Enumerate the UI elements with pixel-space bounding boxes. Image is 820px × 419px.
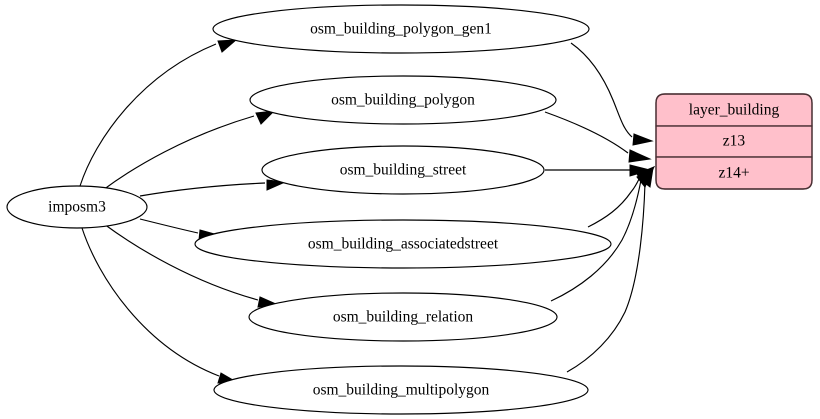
node-label: osm_building_relation (333, 309, 474, 326)
arrow-head-icon (217, 39, 238, 53)
edge-path (81, 227, 220, 377)
edge-path (566, 182, 646, 373)
node-ellipse-shape (249, 75, 557, 125)
node-osm_building_relation[interactable]: osm_building_relation (248, 292, 558, 342)
layer-table-z14-label: z14+ (718, 165, 749, 182)
node-osm_building_associatedstreet[interactable]: osm_building_associatedstreet (194, 219, 612, 269)
edge-imposm3-to-osm_building_polygon[interactable] (102, 110, 276, 191)
node-label: osm_building_street (340, 162, 467, 179)
edge-path (139, 218, 199, 234)
node-imposm3[interactable]: imposm3 (6, 185, 148, 229)
layer-table-outline (655, 93, 813, 190)
node-osm_building_street[interactable]: osm_building_street (261, 145, 545, 195)
edge-path (570, 42, 633, 138)
node-label: osm_building_polygon (331, 92, 475, 109)
node-osm_building_polygon_gen1[interactable]: osm_building_polygon_gen1 (212, 4, 590, 54)
edge-imposm3-to-osm_building_street[interactable] (139, 179, 287, 197)
edge-osm_building_polygon-to-layer_building-z14[interactable] (544, 111, 652, 163)
arrow-head-icon (628, 149, 652, 163)
edge-osm_building_multipolygon-to-layer_building-z14[interactable] (566, 166, 654, 373)
layer-table-z13-label: z13 (723, 133, 746, 150)
node-ellipse-shape (6, 185, 148, 229)
layer-table-title-label: layer_building (689, 102, 780, 119)
edge-osm_building_polygon_gen1-to-layer_building-z13[interactable] (570, 42, 654, 146)
node-layer_building[interactable]: layer_building z13 z14+ (655, 93, 813, 190)
edge-path (79, 43, 217, 187)
edge-osm_building_street-to-layer_building-z14[interactable] (545, 164, 652, 177)
node-label: osm_building_associatedstreet (308, 236, 499, 253)
node-ellipse-shape (261, 145, 545, 195)
arrow-head-icon (255, 110, 276, 125)
edge-path (102, 115, 255, 191)
node-osm_building_polygon[interactable]: osm_building_polygon (249, 75, 557, 125)
edge-path (139, 182, 266, 197)
edge-group-tables-to-layer (544, 42, 656, 373)
node-ellipse-shape (194, 219, 612, 269)
arrow-head-icon (632, 133, 654, 146)
edge-path (544, 111, 629, 154)
node-ellipse-shape (213, 365, 589, 415)
edge-path (103, 223, 259, 301)
node-ellipse-shape (212, 4, 590, 54)
edge-imposm3-to-osm_building_polygon_gen1[interactable] (79, 39, 238, 187)
node-label: osm_building_polygon_gen1 (310, 21, 492, 38)
layer-table-row-z13-cell[interactable] (655, 125, 813, 158)
edge-path (550, 179, 642, 302)
edge-path (587, 176, 641, 228)
node-label: osm_building_multipolygon (313, 382, 490, 399)
node-label: imposm3 (48, 199, 106, 216)
node-ellipse-shape (248, 292, 558, 342)
node-osm_building_multipolygon[interactable]: osm_building_multipolygon (213, 365, 589, 415)
arrow-head-icon (640, 166, 654, 188)
